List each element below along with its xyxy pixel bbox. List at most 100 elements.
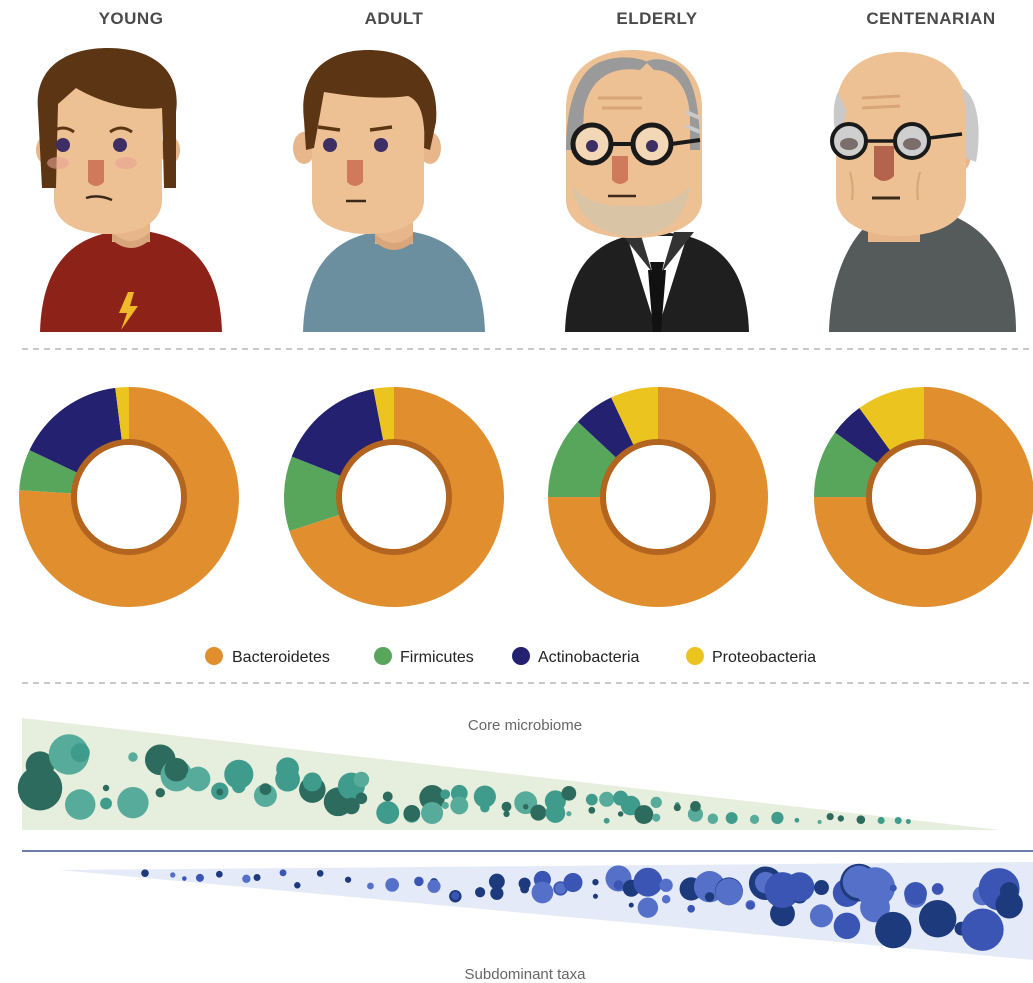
age-label-young: YOUNG — [99, 9, 164, 28]
donut-young — [19, 387, 240, 607]
core-bubble — [794, 817, 800, 823]
subdominant-bubble — [785, 872, 815, 902]
core-bubble — [650, 796, 662, 809]
core-bubble — [673, 804, 681, 812]
core-microbiome-label: Core microbiome — [468, 717, 582, 734]
subdominant-bubble — [661, 895, 671, 904]
subdominant-bubble — [427, 879, 441, 893]
core-bubble — [826, 812, 834, 821]
donut-young-hole — [77, 445, 181, 549]
core-bubble — [856, 815, 866, 825]
subdominant-bubble — [889, 884, 897, 892]
donut-elderly-hole — [606, 445, 710, 549]
donut-young-slice-proteobacteria — [115, 387, 129, 446]
subdominant-bubble — [715, 878, 743, 906]
core-bubble — [353, 771, 370, 788]
subdominant-bubble — [633, 867, 663, 897]
subdominant-bubble — [414, 876, 424, 887]
donut-elderly-slice-firmicutes — [548, 421, 621, 497]
core-bubble — [382, 791, 393, 802]
subdominant-bubble — [367, 882, 374, 890]
donut-young-slice-firmicutes — [19, 450, 82, 494]
subdominant-bubble — [564, 873, 582, 890]
core-bubble — [224, 759, 254, 789]
legend-actinobacteria-label: Actinobacteria — [538, 649, 639, 666]
core-bubble — [441, 801, 449, 810]
core-bubble — [64, 789, 96, 820]
lightning-bolt-icon — [119, 292, 138, 330]
core-bubbles — [17, 734, 911, 825]
donut-adult-slice-bacteroidetes — [289, 387, 504, 608]
core-bubble — [70, 743, 90, 763]
core-bubble — [117, 786, 149, 819]
subdominant-bubble — [279, 869, 287, 877]
elderly-person-illustration — [565, 50, 749, 332]
core-bubble — [102, 784, 110, 792]
subdominant-bubble — [451, 891, 460, 900]
core-bubble — [421, 801, 444, 824]
subdominant-bubbles — [141, 863, 1023, 951]
core-bubble — [355, 792, 368, 805]
donut-elderly-slice-bacteroidetes — [548, 387, 768, 607]
core-bubble — [771, 811, 784, 825]
subdominant-bubble — [253, 874, 261, 882]
donut-adult-slice-proteobacteria — [373, 387, 394, 446]
donut-centenarian-slice-bacteroidetes — [814, 387, 1033, 607]
core-bubble — [894, 816, 902, 824]
core-bubble — [634, 805, 654, 824]
subdominant-bubble — [637, 897, 659, 918]
legend-bacteroidetes-label: Bacteroidetes — [232, 649, 330, 666]
subdominant-bubble — [961, 908, 1004, 951]
subdominant-bubble — [592, 878, 599, 886]
subdominant-bubble — [554, 882, 567, 894]
subdominant-bubble — [659, 878, 673, 892]
subdominant-bubble — [475, 887, 486, 898]
donut-adult — [284, 387, 504, 608]
age-label-elderly: ELDERLY — [616, 9, 697, 28]
legend-firmicutes-swatch — [374, 647, 392, 665]
core-bubble — [566, 811, 572, 817]
core-bubble — [749, 814, 760, 824]
core-bubble — [585, 793, 598, 806]
core-bubble — [216, 788, 224, 796]
subdominant-bubble — [995, 891, 1023, 919]
subdominant-bubble — [613, 880, 624, 890]
subdominant-bubble — [215, 870, 223, 878]
subdominant-label: Subdominant taxa — [465, 966, 587, 983]
subdominant-bubble — [809, 904, 834, 928]
subdominant-bubble — [316, 870, 324, 877]
adult-person-illustration — [293, 50, 485, 332]
donut-centenarian-inner-ring — [866, 439, 982, 555]
core-bubble — [617, 811, 624, 817]
legend-proteobacteria-label: Proteobacteria — [712, 649, 816, 666]
core-bubble — [522, 803, 529, 810]
core-bubble — [62, 755, 76, 768]
core-bubble — [707, 813, 719, 824]
subdominant-bubble — [592, 893, 598, 899]
donut-adult-slice-firmicutes — [284, 456, 346, 531]
subdominant-bubble — [704, 892, 715, 902]
core-bubble — [530, 804, 547, 821]
core-bubble — [905, 819, 911, 824]
legend-bacteroidetes-swatch — [205, 647, 223, 665]
core-bubble — [185, 766, 211, 792]
core-bubble — [817, 819, 822, 824]
core-bubble — [687, 806, 704, 822]
core-bubble — [535, 813, 541, 819]
subdominant-bubble — [294, 882, 301, 889]
core-bubble — [588, 806, 596, 814]
donut-elderly — [548, 387, 768, 607]
core-bubble — [17, 765, 63, 811]
core-bubble — [501, 801, 512, 812]
subdominant-bubble — [531, 881, 554, 904]
subdominant-bubble — [385, 878, 399, 892]
subdominant-bubble — [344, 876, 352, 883]
donut-centenarian-slice-proteobacteria — [859, 387, 924, 455]
donut-centenarian — [814, 387, 1033, 607]
legend-firmicutes-label: Firmicutes — [400, 649, 474, 666]
core-bubble — [128, 752, 138, 762]
core-bubble — [561, 785, 577, 801]
donut-centenarian-hole — [872, 445, 976, 549]
subdominant-bubble — [182, 876, 187, 881]
